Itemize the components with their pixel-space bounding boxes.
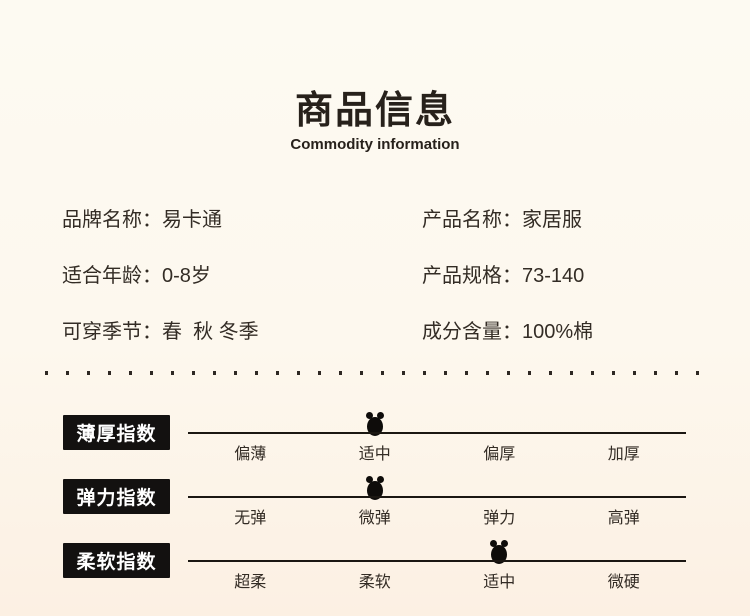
scale-level: 超柔 <box>234 574 267 591</box>
info-item-composition: 成分含量：100%棉 <box>422 315 710 344</box>
info-label: 产品名称： <box>422 209 522 231</box>
info-value: 0-8岁 <box>162 265 211 287</box>
info-label: 适合年龄： <box>62 265 162 287</box>
info-label: 成分含量： <box>422 321 522 343</box>
info-item-suitable-age: 适合年龄：0-8岁 <box>62 259 422 288</box>
index-badge: 弹力指数 <box>63 479 170 514</box>
info-value: 春 秋 冬季 <box>162 321 259 343</box>
scale-labels: 无弹 微弹 弹力 高弹 <box>188 504 686 528</box>
info-item-product-name: 产品名称：家居服 <box>422 203 710 232</box>
scale-labels: 超柔 柔软 适中 微硬 <box>188 568 686 592</box>
index-scales: 薄厚指数 偏薄 适中 偏厚 加厚 弹力指数 <box>0 410 750 594</box>
scale-level: 偏薄 <box>234 446 267 463</box>
scale-level: 高弹 <box>607 510 640 527</box>
page-subtitle: Commodity information <box>290 136 460 153</box>
page-header: 商品信息 Commodity information <box>0 0 750 153</box>
ladybug-marker-icon <box>487 539 511 565</box>
index-row-softness: 柔软指数 超柔 柔软 适中 微硬 <box>63 538 686 594</box>
scale-level: 加厚 <box>607 446 640 463</box>
scale-level: 无弹 <box>234 510 267 527</box>
index-track: 超柔 柔软 适中 微硬 <box>188 538 686 594</box>
index-track: 无弹 微弹 弹力 高弹 <box>188 474 686 530</box>
scale-level: 柔软 <box>358 574 391 591</box>
dotted-divider <box>45 371 712 375</box>
scale-line <box>188 560 686 562</box>
ladybug-marker-icon <box>363 411 387 437</box>
scale-level: 微硬 <box>607 574 640 591</box>
index-row-thickness: 薄厚指数 偏薄 适中 偏厚 加厚 <box>63 410 686 466</box>
scale-level: 适中 <box>483 574 516 591</box>
product-info-grid: 品牌名称：易卡通 适合年龄：0-8岁 可穿季节：春 秋 冬季 产品名称：家居服 … <box>0 203 750 344</box>
info-label: 可穿季节： <box>62 321 162 343</box>
index-badge: 柔软指数 <box>63 543 170 578</box>
scale-level: 适中 <box>358 446 391 463</box>
ladybug-marker-icon <box>363 475 387 501</box>
info-label: 产品规格： <box>422 265 522 287</box>
info-value: 家居服 <box>522 209 582 231</box>
scale-labels: 偏薄 适中 偏厚 加厚 <box>188 440 686 464</box>
scale-level: 微弹 <box>358 510 391 527</box>
info-value: 易卡通 <box>162 209 222 231</box>
page-title: 商品信息 <box>294 90 455 132</box>
info-label: 品牌名称： <box>62 209 162 231</box>
scale-line <box>188 496 686 498</box>
info-value: 100%棉 <box>522 321 594 343</box>
info-item-brand-name: 品牌名称：易卡通 <box>62 203 422 232</box>
info-item-product-spec: 产品规格：73-140 <box>422 259 710 288</box>
index-badge: 薄厚指数 <box>63 415 170 450</box>
scale-level: 偏厚 <box>483 446 516 463</box>
index-row-elasticity: 弹力指数 无弹 微弹 弹力 高弹 <box>63 474 686 530</box>
info-value: 73-140 <box>522 265 585 287</box>
info-item-wearable-season: 可穿季节：春 秋 冬季 <box>62 315 422 344</box>
scale-level: 弹力 <box>483 510 516 527</box>
index-track: 偏薄 适中 偏厚 加厚 <box>188 410 686 466</box>
scale-line <box>188 432 686 434</box>
